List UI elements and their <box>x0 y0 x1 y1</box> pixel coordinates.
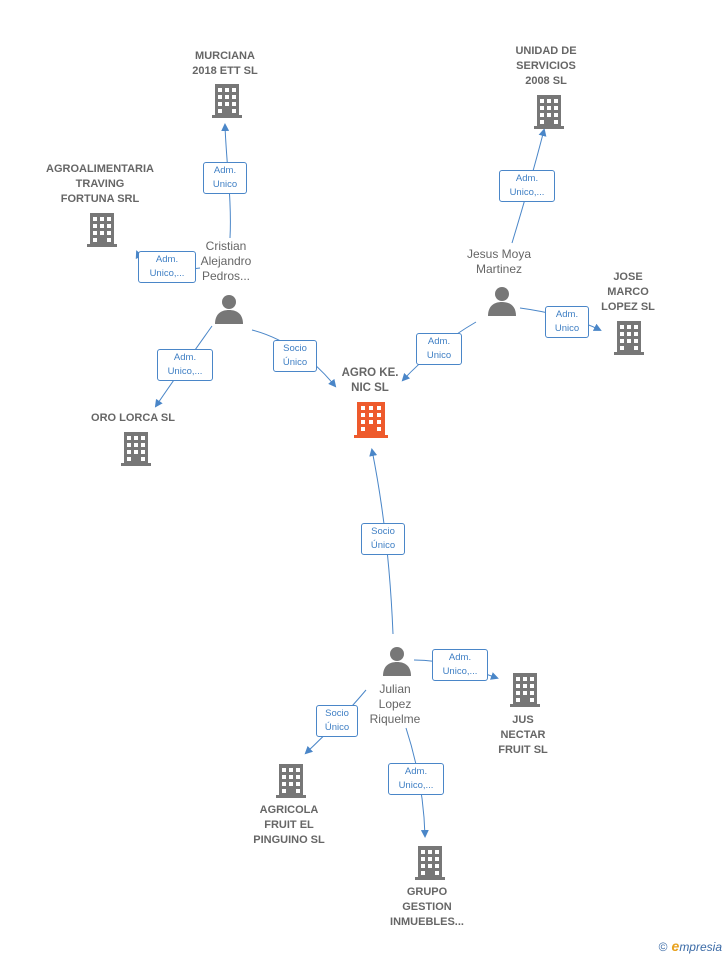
edge-label-julian-grupo[interactable]: Adm. Unico,... <box>388 763 444 795</box>
edge-label-cristian-murciana[interactable]: Adm. Unico <box>203 162 247 194</box>
person-icon <box>488 287 516 316</box>
brand-initial: e <box>671 938 680 954</box>
building-icon <box>534 95 564 129</box>
edge-label-cristian-center[interactable]: Socio Único <box>273 340 317 372</box>
company-unidad-label: UNIDAD DE SERVICIOS 2008 SL <box>515 45 577 87</box>
building-icon <box>212 84 242 118</box>
brand-name: mpresia <box>679 940 722 954</box>
company-oro-lorca-label: ORO LORCA SL <box>91 412 175 424</box>
edge-label-jesus-center[interactable]: Adm. Unico <box>416 333 462 365</box>
copyright-icon: © <box>658 940 668 954</box>
person-jesus-label: Jesus Moya Martinez <box>466 247 532 276</box>
company-agricola-label: AGRICOLA FRUIT EL PINGUINO SL <box>253 804 325 846</box>
company-grupo-label: GRUPO GESTION INMUEBLES... <box>390 886 464 928</box>
person-cristian-label: Cristian Alejandro Pedros... <box>200 239 252 283</box>
edge-label-julian-center[interactable]: Socio Único <box>361 523 405 555</box>
edge-label-julian-jus[interactable]: Adm. Unico,... <box>432 649 488 681</box>
edge-label-cristian-oro[interactable]: Adm. Unico,... <box>157 349 213 381</box>
company-center-label: AGRO KE. NIC SL <box>341 367 399 394</box>
building-icon <box>354 402 388 438</box>
building-icon <box>510 673 540 707</box>
company-murciana-label: MURCIANA 2018 ETT SL <box>192 50 258 77</box>
building-icon <box>415 846 445 880</box>
company-jose-marco-label: JOSE MARCO LOPEZ SL <box>601 271 655 313</box>
edge-label-jesus-unidad[interactable]: Adm. Unico,... <box>499 170 555 202</box>
building-icon <box>121 432 151 466</box>
edge-label-julian-agricola[interactable]: Socio Único <box>316 705 358 737</box>
building-icon <box>276 764 306 798</box>
person-icon <box>383 647 411 676</box>
person-icon <box>215 295 243 324</box>
edge-label-jesus-jose[interactable]: Adm. Unico <box>545 306 589 338</box>
company-jus-nectar-label: JUS NECTAR FRUIT SL <box>498 714 548 756</box>
building-icon <box>87 213 117 247</box>
edge-label-cristian-agroalimentaria[interactable]: Adm. Unico,... <box>138 251 196 283</box>
company-agroalimentaria-label: AGROALIMENTARIA TRAVING FORTUNA SRL <box>46 163 154 205</box>
brand-logo: ©empresia <box>659 938 722 954</box>
building-icon <box>614 321 644 355</box>
person-julian-label: Julian Lopez Riquelme <box>369 682 421 726</box>
